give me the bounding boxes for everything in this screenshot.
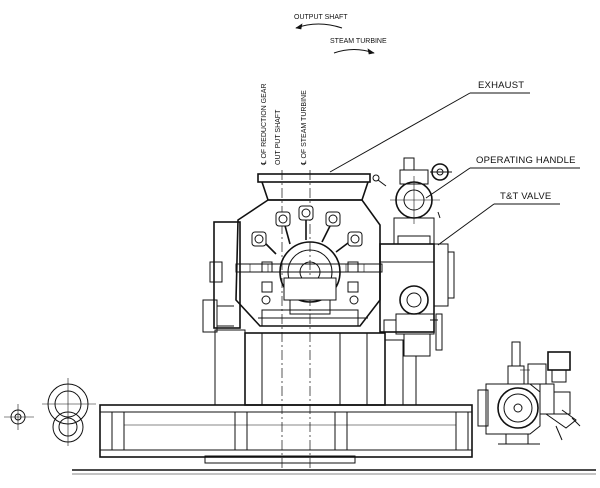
rotation-legend: OUTPUT SHAFT STEAM TURBINE xyxy=(294,14,387,55)
exhaust-label: EXHAUST xyxy=(478,80,524,91)
left-end-views xyxy=(4,378,96,446)
governor-assembly xyxy=(372,157,455,333)
tt-valve-icon xyxy=(399,285,429,315)
callouts: EXHAUST OPERATING HANDLE T&T VALVE xyxy=(329,80,580,246)
turbine-casing xyxy=(202,173,383,333)
output-shaft-centerline-label: OUT PUT SHAFT xyxy=(275,109,282,165)
operating-handle-label: OPERATING HANDLE xyxy=(476,155,576,166)
output-shaft-rotation-arrow xyxy=(295,23,343,29)
nozzle-valves xyxy=(251,205,363,305)
right-side-piping xyxy=(477,341,581,445)
centerline-labels: ℄ OF REDUCTION GEAR OUT PUT SHAFT ℄ OF S… xyxy=(261,84,308,167)
tt-valve xyxy=(383,285,443,405)
output-shaft-label: OUTPUT SHAFT xyxy=(294,14,348,21)
steam-turbine-label: STEAM TURBINE xyxy=(330,38,387,45)
reduction-gear-centerline-label: ℄ OF REDUCTION GEAR xyxy=(261,84,268,167)
steam-turbine-centerline-label: ℄ OF STEAM TURBINE xyxy=(301,90,308,166)
turbine-pedestal xyxy=(214,329,404,406)
tt-valve-label: T&T VALVE xyxy=(500,191,551,202)
base-frame xyxy=(72,404,596,475)
